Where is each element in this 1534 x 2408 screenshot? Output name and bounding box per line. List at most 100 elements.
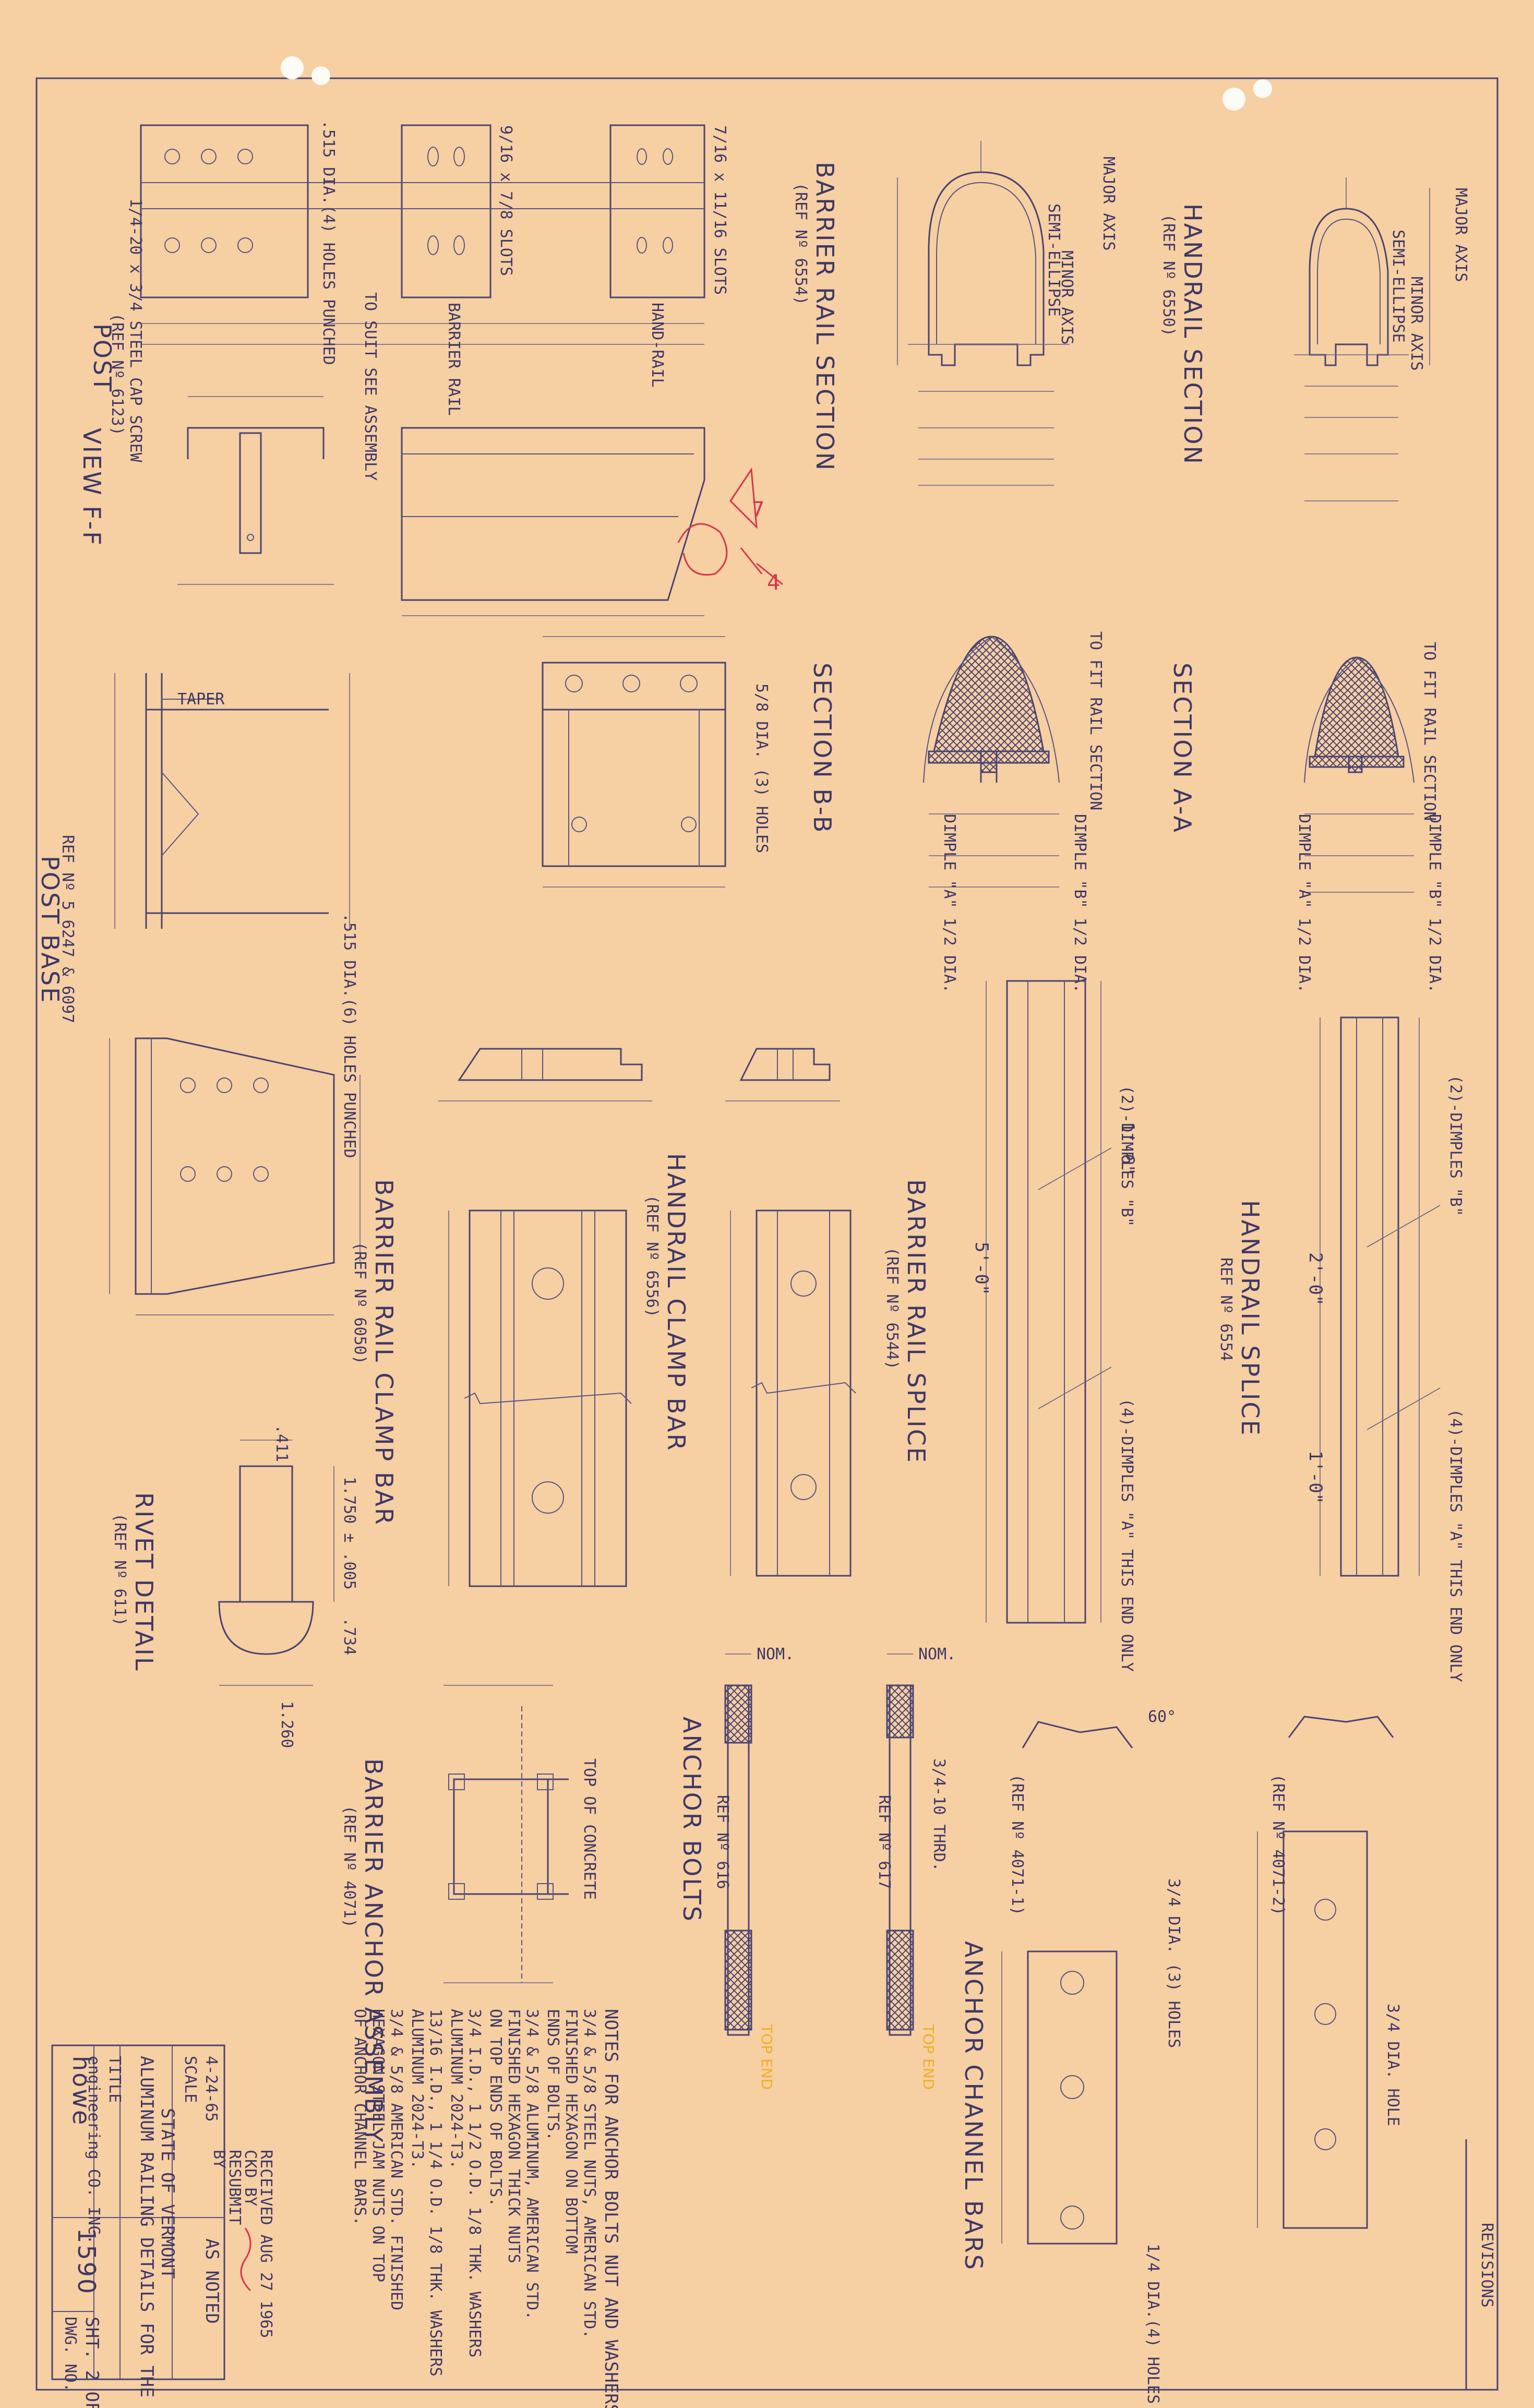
anchor-channel-hole: 3/4 DIA. HOLE (1384, 2004, 1402, 2126)
barrier-splice-dimples-a: (4)-DIMPLES "A" THIS END ONLY (1118, 1398, 1136, 1672)
anchor-bolt-ref-2: REF Nº 617 (875, 1795, 893, 1889)
view-ff-title: VIEW F-F (78, 428, 106, 547)
notes-line-8: ALUMINUM 2024-T3. (447, 2009, 465, 2169)
notes-line-3: ENDS OF BOLTS. (544, 2009, 562, 2141)
rivet-title: RIVET DETAIL (130, 1492, 158, 1672)
anchor-channel-holes: 3/4 DIA. (3) HOLES (1165, 1878, 1183, 2048)
handrail-splice-dimples-b: (2)-DIMPLES "B" (1446, 1075, 1465, 1216)
notes-block: NOTES FOR ANCHOR BOLTS NUT AND WASHERS 3… (351, 2009, 621, 2408)
received-stamp: RECEIVED AUG 27 1965 (257, 2150, 275, 2338)
view-ff: VIEW F-F (78, 396, 705, 616)
title-label: TITLE (105, 2056, 124, 2103)
notes-line-5: FINISHED HEXAGON THICK NUTS (505, 2009, 523, 2263)
section-bb-dimple-a: DIMPLE "A" 1/2 DIA. (940, 814, 958, 993)
post-to-suit: TO SUIT SEE ASSEMBLY (361, 292, 379, 481)
handrail-splice-half-length: 1'-0" (1305, 1451, 1326, 1504)
post-handrail-label: HAND-RAIL (648, 303, 666, 388)
punch-hole (281, 56, 304, 79)
barrier-rail-section: BARRIER RAIL SECTION (REF Nº 6554) MAJOR… (792, 141, 1118, 486)
handrail-section: HANDRAIL SECTION (REF Nº 6550) MAJOR AXI… (1159, 177, 1470, 501)
clamp-bar-side-views (438, 1048, 840, 1101)
company-address: 1590 (73, 2228, 101, 2295)
anchor-bolt-top-end-2: TOP END (920, 2024, 937, 2090)
anchor-bolt-nom-1: NOM. (757, 1645, 794, 1663)
handrail-splice: HANDRAIL SPLICE REF Nº 6554 (2)-DIMPLES … (1217, 1016, 1465, 1682)
post-slot-note: 9/16 x 7/8 SLOTS (497, 125, 515, 276)
barrier-minor-axis: MINOR AXIS (1058, 250, 1076, 345)
sheet-border (35, 77, 1499, 2391)
checked-by: CKD BY (241, 2150, 259, 2206)
anchor-bolts: NOM. NOM. ANCHOR BOLTS REF Nº 616 REF Nº… (678, 1645, 956, 2090)
section-bb-dimple-b: DIMPLE "B" 1/2 DIA. (1071, 814, 1089, 993)
notes-line-13: OF ANCHOR CHANNEL BARS. (351, 2009, 369, 2225)
notes-line-12: HEXAGON STEEL JAM NUTS ON TOP (369, 2009, 387, 2282)
handrail-clamp-bar: HANDRAIL CLAMP BAR (REF Nº 6556) (643, 1153, 856, 1577)
rivet-dim-2: 1.750 ± .005 (340, 1477, 358, 1590)
barrier-clamp-title: BARRIER RAIL CLAMP BAR (370, 1179, 398, 1526)
notes-line-6: ON TOP ENDS OF BOLTS. (486, 2009, 505, 2207)
post-base-detail: TAPER POST BASE REF Nº 5 6247 & 6097 .51… (36, 673, 361, 1315)
handrail-section-title: HANDRAIL SECTION (1179, 203, 1207, 465)
handrail-splice-ref: REF Nº 6554 (1217, 1257, 1235, 1361)
barrier-splice-length: 5'-0" (971, 1242, 992, 1295)
section-aa-title: SECTION A-A (1168, 663, 1196, 834)
anchor-bolts-title: ANCHOR BOLTS (678, 1717, 706, 1923)
barrier-anchor-top-concrete: TOP OF CONCRETE (580, 1758, 598, 1900)
anchor-bolt-nom-2: NOM. (918, 1645, 956, 1663)
anchor-channel-bars: ANCHOR CHANNEL BARS (REF Nº 4071-1) (REF… (960, 1708, 1402, 2404)
rivet-ref: (REF Nº 611) (111, 1513, 129, 1626)
scale-label: SCALE (181, 2056, 199, 2103)
by-label: BY (210, 2150, 228, 2169)
resubmit-label: RESUBMIT (225, 2150, 244, 2225)
anchor-channel-small-holes: 1/4 DIA.(4) HOLES (1144, 2244, 1162, 2404)
notes-line-4: 3/4 & 5/8 ALUMINUM, AMERICAN STD. (523, 2009, 541, 2320)
anchor-bolt-ref-1: REF Nº 616 (713, 1795, 732, 1889)
barrier-rail-splice: BARRIER RAIL SPLICE (REF Nº 6544) (2)-DI… (883, 980, 1138, 1672)
notes-line-1: 3/4 & 5/8 STEEL NUTS, AMERICAN STD. (580, 2009, 598, 2339)
barrier-anchor-ref: (REF Nº 4071) (340, 1805, 358, 1928)
handrail-major-axis: MAJOR AXIS (1452, 188, 1470, 282)
rivet-detail: RIVET DETAIL (REF Nº 611) .411 1.750 ± .… (111, 1424, 358, 1748)
barrier-ellipse: SEMI-ELLIPSE (1045, 203, 1063, 317)
red-mark-4: 4 (767, 571, 780, 595)
section-aa: SECTION A-A TO FIT RAIL SECTION DIMPLE "… (1168, 642, 1444, 993)
post-slot-note-2: 7/16 x 11/16 SLOTS (711, 125, 729, 295)
drawing-title-1: ALUMINUM RAILING DETAILS FOR THE (136, 2056, 157, 2398)
revisions-block: REVISIONS (1465, 2139, 1496, 2390)
barrier-section-ref: (REF Nº 6554) (792, 183, 810, 305)
post-base-taper: TAPER (177, 690, 225, 709)
red-mark-7: 7 (751, 498, 764, 522)
section-aa-dimple-b: DIMPLE "B" 1/2 DIA. (1425, 814, 1444, 993)
drawing-scale: AS NOTED (201, 2238, 222, 2324)
section-bb: SECTION B-B 5/8 DIA. (3) HOLES TO FIT RA… (542, 631, 1105, 993)
punch-hole (1223, 88, 1245, 111)
anchor-channel-title: ANCHOR CHANNEL BARS (960, 1941, 988, 2271)
company-sub: engineering CO. INC. (85, 2056, 103, 2244)
post-barrier-rail-label: BARRIER RAIL (445, 303, 463, 416)
punch-hole (1253, 79, 1272, 98)
rivet-dim-3: .734 (340, 1618, 358, 1655)
barrier-anchor-title: BARRIER ANCHOR ASSEMBLY (359, 1758, 388, 2143)
anchor-channel-angle: 60° (1148, 1708, 1176, 1726)
section-bb-note: TO FIT RAIL SECTION (1086, 631, 1105, 810)
handrail-clamp-title: HANDRAIL CLAMP BAR (662, 1153, 690, 1452)
sheet-number: SHT. 2 OF 2 (81, 2317, 102, 2408)
section-bb-title: SECTION B-B (808, 663, 836, 834)
barrier-splice-half-length: 1'-6" (1117, 1122, 1138, 1175)
drawing-title-2: STATE OF VERMONT (157, 2108, 178, 2279)
post-base-title: POST BASE (36, 856, 64, 1004)
rivet-dim-1: .411 (272, 1424, 291, 1462)
notes-line-9: 13/16 I.D., 1 1/4 O.D. 1/8 THK. WASHERS (426, 2009, 445, 2376)
handrail-splice-dimples-a: (4)-DIMPLES "A" THIS END ONLY (1446, 1409, 1465, 1682)
revisions-label: REVISIONS (1478, 2223, 1496, 2308)
handrail-minor-axis: MINOR AXIS (1407, 277, 1425, 371)
barrier-splice-ref: (REF Nº 6544) (883, 1247, 901, 1370)
sheet-label: DWG. NO. (61, 2317, 79, 2392)
handrail-clamp-ref: (REF Nº 6556) (643, 1195, 661, 1317)
red-markup: 7 4 (677, 467, 783, 595)
post-view: POST (REF Nº 6123) .515 DIA.(4) HOLES PU… (88, 120, 729, 481)
post-title: POST (88, 324, 116, 393)
post-screw-note: 1/4-20 x 3/4 STEEL CAP SCREW (126, 198, 145, 463)
barrier-splice-dimples-b: (2)-DIMPLES "B" (1118, 1085, 1136, 1227)
